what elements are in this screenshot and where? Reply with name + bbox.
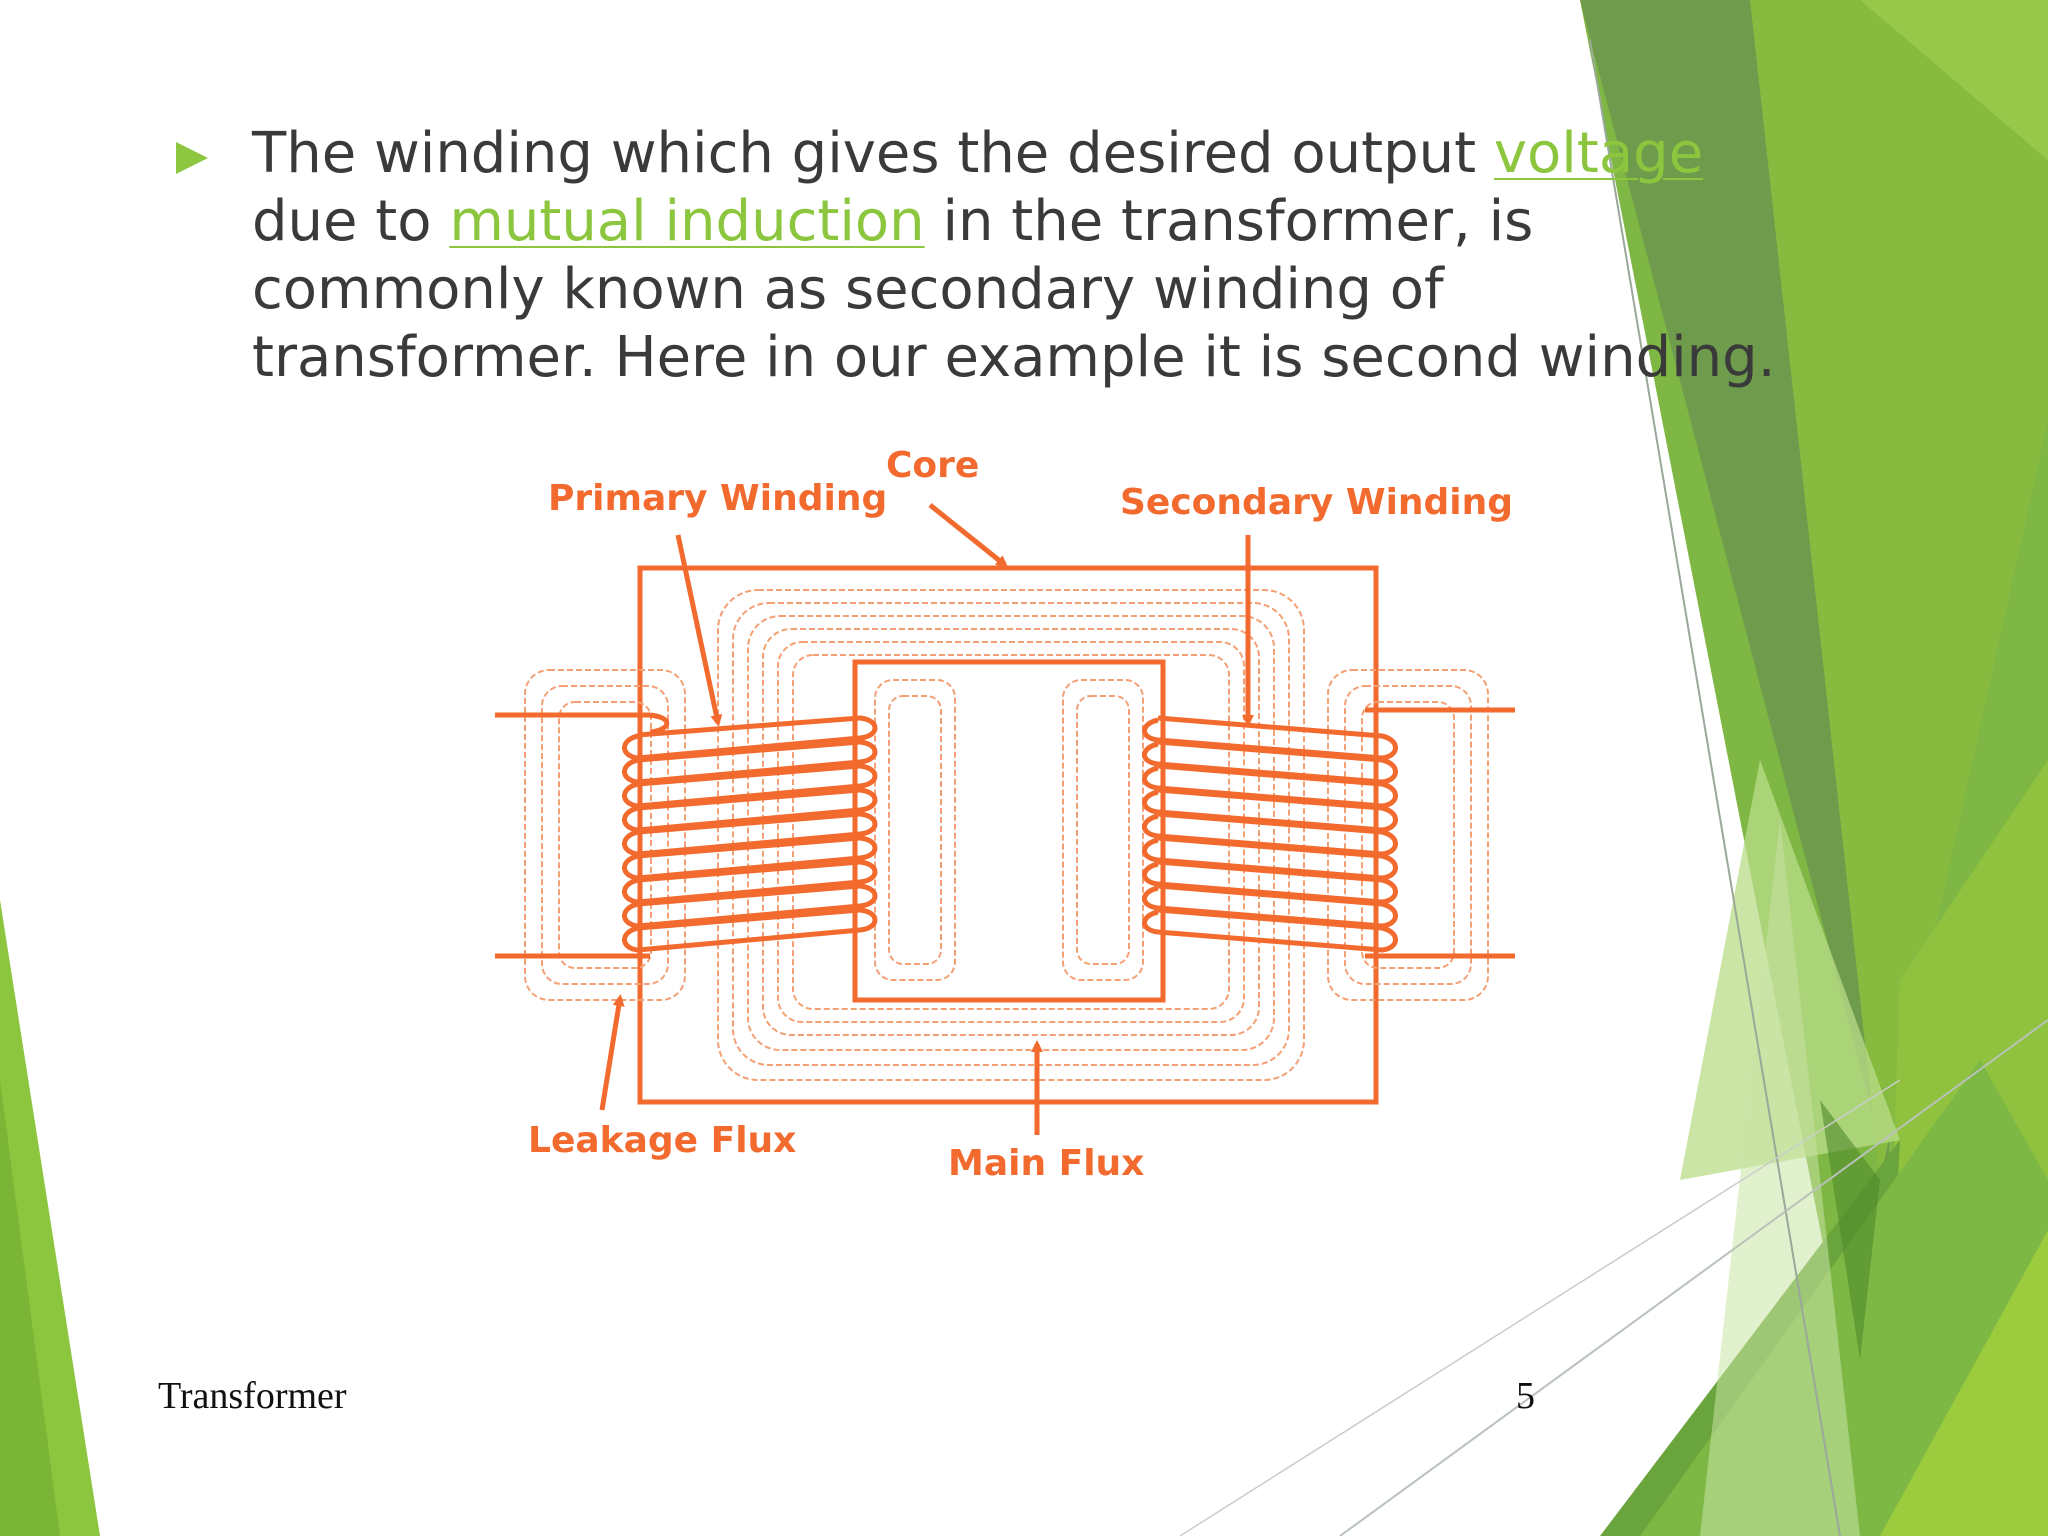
footer-title: Transformer bbox=[158, 1375, 347, 1417]
voltage-link[interactable]: voltage bbox=[1493, 121, 1704, 186]
secondary-winding-coils bbox=[1142, 707, 1515, 959]
bullet-text-part3: in the transformer, is commonly known as… bbox=[252, 189, 1776, 390]
primary-winding-arrow bbox=[675, 534, 723, 727]
core-outer bbox=[637, 565, 1379, 1105]
bullet-arrow-icon bbox=[176, 142, 208, 174]
core-window bbox=[852, 659, 1166, 1003]
main-flux-label: Main Flux bbox=[948, 1143, 1144, 1184]
primary-winding-coils bbox=[495, 712, 878, 959]
primary-winding-label: Primary Winding bbox=[548, 478, 887, 519]
core-label: Core bbox=[886, 445, 979, 486]
transformer-diagram: Core Primary Winding Secondary Winding L… bbox=[495, 445, 1515, 1184]
leakage-flux-arrow bbox=[599, 994, 625, 1111]
secondary-winding-label: Secondary Winding bbox=[1120, 482, 1513, 523]
bullet-text-part2: due to bbox=[252, 189, 450, 254]
leakage-flux-lines bbox=[524, 669, 1489, 1001]
leakage-flux-label: Leakage Flux bbox=[528, 1120, 796, 1161]
bullet-text-part1: The winding which gives the desired outp… bbox=[252, 121, 1494, 186]
page-number: 5 bbox=[1516, 1375, 1535, 1417]
main-flux-lines bbox=[717, 589, 1305, 1081]
mutual-induction-link[interactable]: mutual induction bbox=[449, 189, 925, 254]
bullet-text: The winding which gives the desired outp… bbox=[252, 120, 1792, 392]
core-arrow bbox=[928, 503, 1009, 568]
